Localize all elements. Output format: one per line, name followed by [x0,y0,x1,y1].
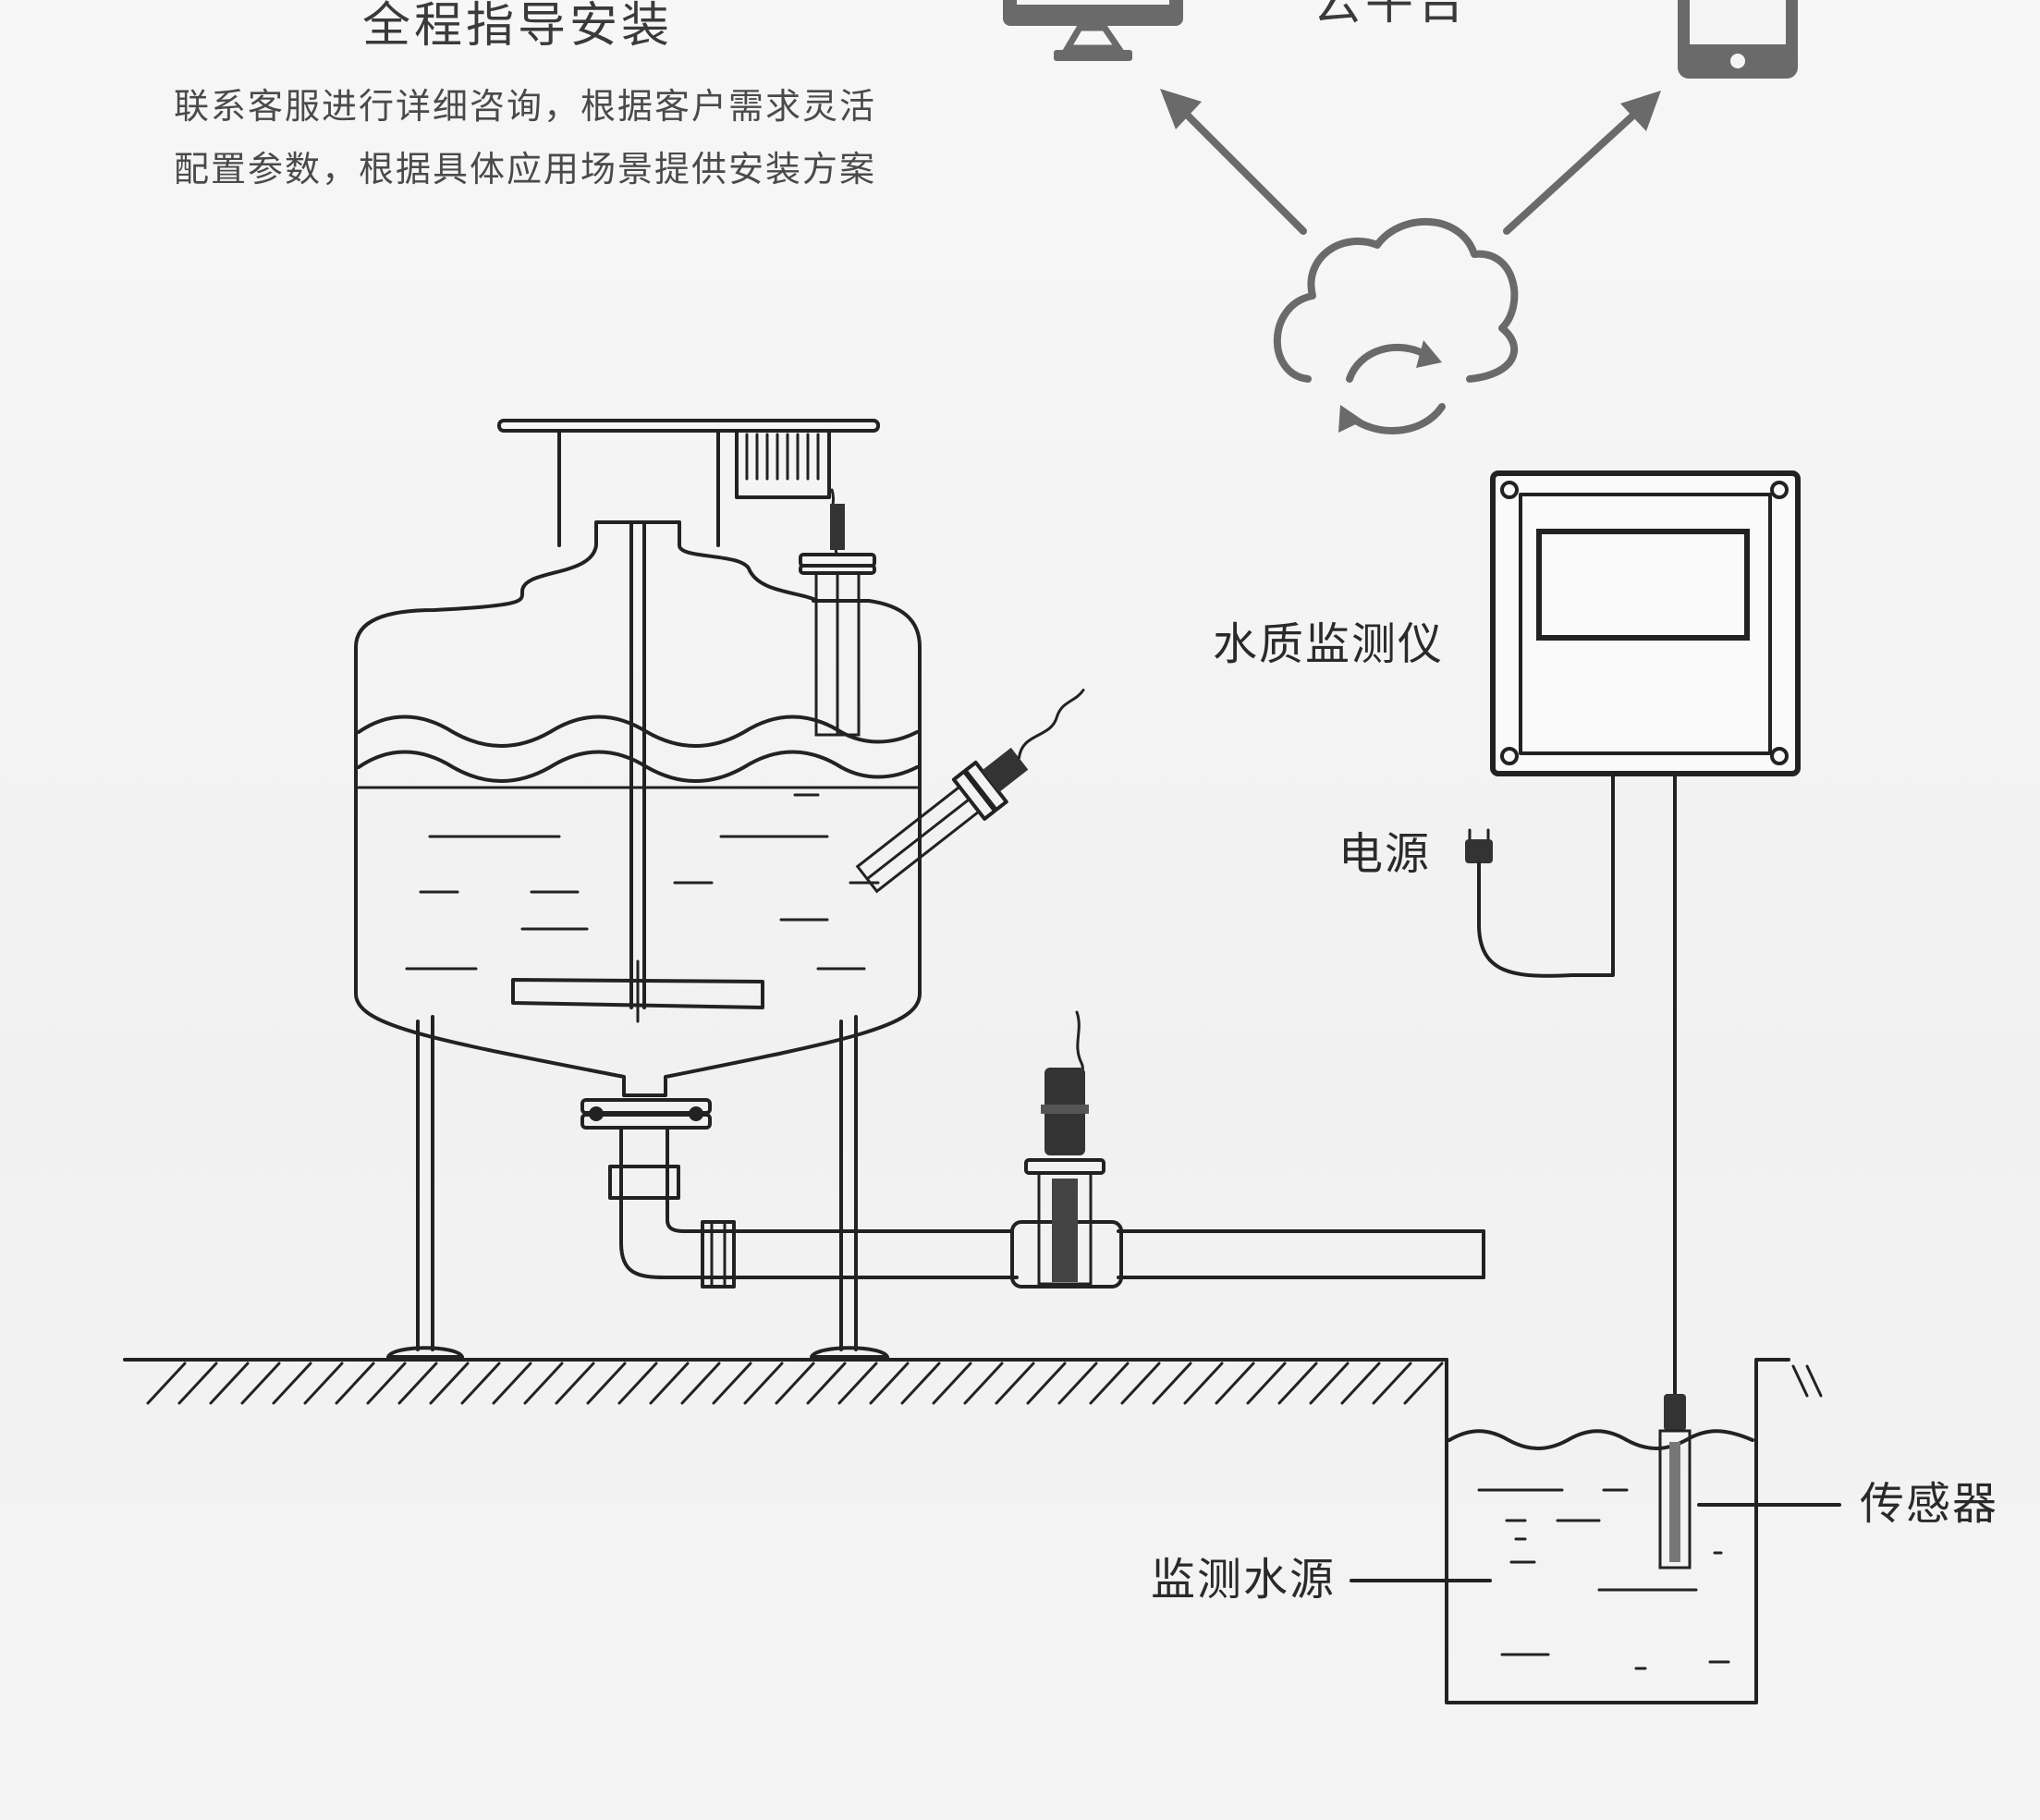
decorative-line [932,1362,972,1405]
decorative-line [397,1362,438,1405]
decorative-line [1340,1362,1381,1405]
monitoring-water-pit [1445,1358,1823,1704]
decorative-line [177,1362,218,1405]
desktop-monitor-icon [1003,0,1183,61]
decorative-line [900,1362,941,1405]
decorative-line [712,1362,752,1405]
description-line-1: 联系客服进行详细咨询，根据客户需求灵活 [174,86,876,127]
cloud-platform-label: 云平台 [1313,0,1469,31]
ground-surface [123,1358,1448,1405]
mobile-phone-icon [1678,0,1798,79]
decorative-line [1026,1362,1067,1405]
decorative-line [1215,1362,1255,1405]
water-source-label: 监测水源 [1151,1554,1336,1606]
decorative-line [1309,1362,1350,1405]
decorative-line [869,1362,910,1405]
decorative-line [806,1362,847,1405]
monitor-label: 水质监测仪 [1213,618,1444,670]
decorative-line [303,1362,344,1405]
decorative-line [209,1362,250,1405]
decorative-line [460,1362,501,1405]
decorative-line [649,1362,690,1405]
sensor-label: 传感器 [1860,1478,1998,1530]
decorative-line [1277,1362,1318,1405]
decorative-line [617,1362,658,1405]
decorative-line [1152,1362,1192,1405]
decorative-line [1183,1362,1224,1405]
arrow-to-phone [1503,91,1661,235]
power-label: 电源 [1338,828,1431,880]
pit-submerged-sensor [1658,1394,1692,1570]
top-mounted-sensor [799,488,876,737]
decorative-line [492,1362,532,1405]
decorative-line [523,1362,564,1405]
water-quality-monitor [1490,470,1801,776]
decorative-line [1372,1362,1412,1405]
decorative-line [1057,1362,1098,1405]
decorative-line [146,1362,187,1405]
decorative-line [995,1362,1035,1405]
decorative-line [335,1362,375,1405]
decorative-line [240,1362,281,1405]
decorative-line [1120,1362,1161,1405]
decorative-line [272,1362,312,1405]
decorative-line [775,1362,815,1405]
decorative-line [963,1362,1004,1405]
inline-pipe-sensor [1024,1010,1106,1286]
side-mounted-sensor [855,689,1085,894]
decorative-line [429,1362,470,1405]
decorative-line [837,1362,878,1405]
description-line-2: 配置参数，根据具体应用场景提供安装方案 [174,149,876,189]
page-title: 全程指导安装 [362,0,673,54]
decorative-line [743,1362,784,1405]
power-plug-icon [1465,775,1615,978]
decorative-line [586,1362,627,1405]
decorative-line [1089,1362,1130,1405]
decorative-line [366,1362,407,1405]
decorative-line [680,1362,721,1405]
arrow-to-computer [1160,89,1307,235]
decorative-line [1403,1362,1444,1405]
decorative-line [1246,1362,1287,1405]
stirred-tank [354,419,1485,1359]
decorative-line [555,1362,595,1405]
cloud-sync-icon [1273,217,1519,434]
